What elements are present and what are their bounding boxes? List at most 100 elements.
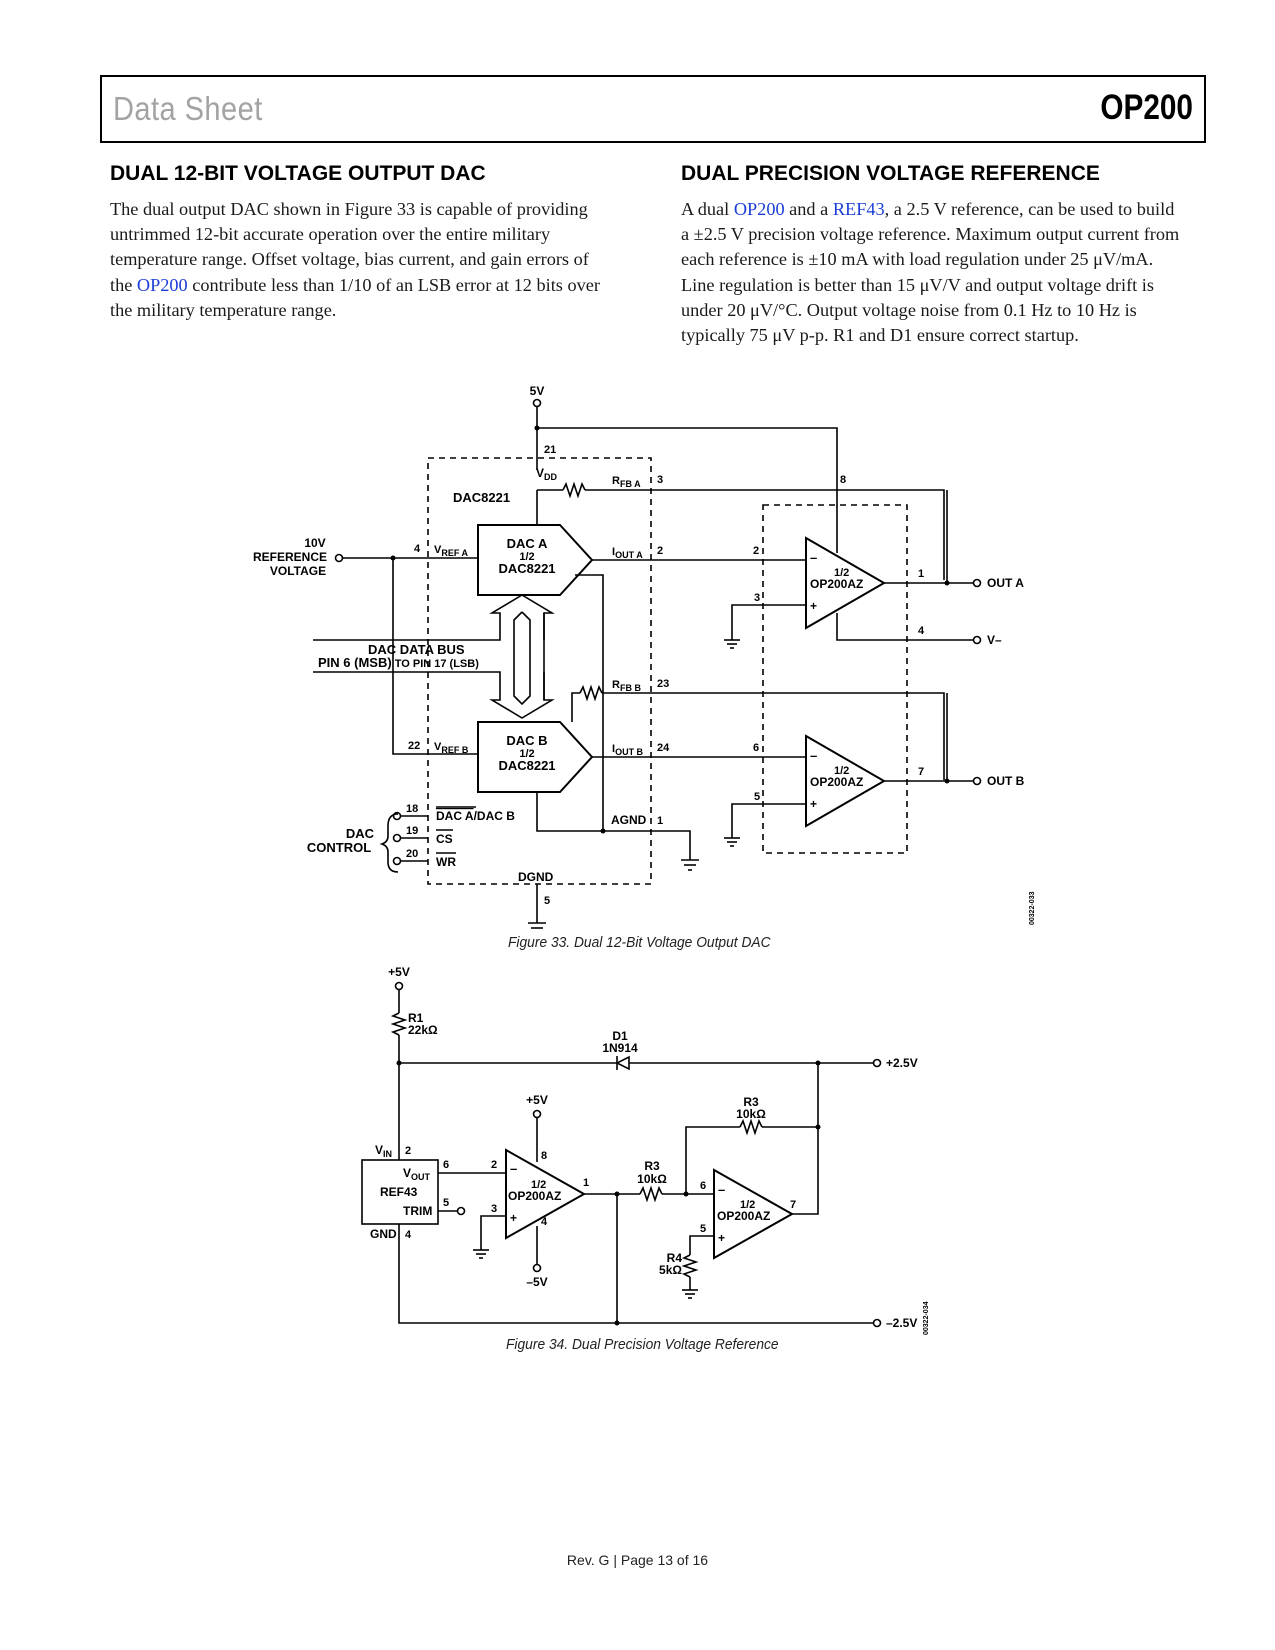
page-header: Data Sheet OP200 <box>100 75 1206 143</box>
svg-text:4: 4 <box>414 543 421 555</box>
svg-text:7: 7 <box>790 1199 796 1211</box>
svg-text:22kΩ: 22kΩ <box>408 1023 438 1037</box>
svg-text:20: 20 <box>406 848 418 860</box>
svg-text:21: 21 <box>544 444 556 456</box>
figure-34-caption: Figure 34. Dual Precision Voltage Refere… <box>506 1336 779 1353</box>
svg-text:8: 8 <box>541 1150 547 1162</box>
svg-text:AGND: AGND <box>611 813 647 827</box>
svg-text:WR: WR <box>436 855 456 869</box>
svg-text:6: 6 <box>443 1159 449 1171</box>
svg-text:CONTROL: CONTROL <box>307 840 371 855</box>
svg-text:2: 2 <box>753 545 759 557</box>
vdd-label: VDD <box>536 466 558 482</box>
op200-link[interactable]: OP200 <box>136 274 188 295</box>
svg-text:22: 22 <box>408 740 420 752</box>
svg-text:+: + <box>510 1211 517 1225</box>
svg-text:10kΩ: 10kΩ <box>637 1172 667 1186</box>
svg-text:OP200AZ: OP200AZ <box>810 775 863 789</box>
svg-text:+2.5V: +2.5V <box>886 1056 918 1070</box>
svg-text:–: – <box>810 748 817 763</box>
svg-text:19: 19 <box>406 825 418 837</box>
left-section-title: DUAL 12-BIT VOLTAGE OUTPUT DAC <box>110 162 486 185</box>
svg-text:+5V: +5V <box>526 1093 548 1107</box>
svg-text:4: 4 <box>918 625 925 637</box>
svg-text:00322-034: 00322-034 <box>923 1301 930 1335</box>
svg-text:GND: GND <box>370 1227 397 1241</box>
svg-text:IOUT A: IOUT A <box>612 546 643 560</box>
svg-text:R4: R4 <box>667 1251 683 1265</box>
svg-text:10V: 10V <box>304 536 325 550</box>
svg-text:+5V: +5V <box>388 965 410 979</box>
svg-text:1/2: 1/2 <box>834 567 849 579</box>
svg-text:5: 5 <box>700 1223 706 1235</box>
svg-text:1/2: 1/2 <box>531 1179 546 1191</box>
svg-text:00322-033: 00322-033 <box>1029 891 1036 925</box>
svg-text:OP200AZ: OP200AZ <box>508 1189 561 1203</box>
svg-text:10kΩ: 10kΩ <box>736 1107 766 1121</box>
ref43-link[interactable]: REF43 <box>832 199 885 219</box>
svg-text:RFB A: RFB A <box>612 475 641 489</box>
svg-text:DAC DATA BUS: DAC DATA BUS <box>368 642 465 657</box>
svg-text:OP200AZ: OP200AZ <box>717 1209 770 1223</box>
svg-text:DAC A/DAC B: DAC A/DAC B <box>436 809 515 823</box>
svg-text:REF43: REF43 <box>380 1185 418 1199</box>
svg-text:DAC: DAC <box>346 826 375 841</box>
svg-text:–: – <box>510 1161 517 1176</box>
right-section-title: DUAL PRECISION VOLTAGE REFERENCE <box>681 162 1100 185</box>
svg-text:D1: D1 <box>612 1029 628 1043</box>
svg-text:1: 1 <box>657 815 663 827</box>
svg-text:6: 6 <box>700 1180 706 1192</box>
svg-text:VREF B: VREF B <box>434 741 469 755</box>
svg-text:–: – <box>718 1182 725 1197</box>
op200-link[interactable]: OP200 <box>733 199 785 219</box>
svg-text:OUT B: OUT B <box>987 774 1025 788</box>
svg-text:6: 6 <box>753 742 759 754</box>
svg-text:7: 7 <box>918 766 924 778</box>
svg-text:2: 2 <box>405 1145 411 1157</box>
svg-text:1/2: 1/2 <box>834 765 849 777</box>
svg-text:4: 4 <box>541 1216 548 1228</box>
svg-text:18: 18 <box>406 803 418 815</box>
header-part-number: OP200 <box>1100 88 1193 127</box>
svg-text:DAC8221: DAC8221 <box>498 561 555 576</box>
svg-text:+: + <box>810 599 817 613</box>
svg-text:5: 5 <box>544 895 550 907</box>
header-doc-type: Data Sheet <box>113 90 263 127</box>
svg-text:R1: R1 <box>408 1011 424 1025</box>
svg-text:CS: CS <box>436 832 453 846</box>
svg-text:DAC A: DAC A <box>507 536 548 551</box>
svg-text:3: 3 <box>491 1203 497 1215</box>
svg-text:–5V: –5V <box>526 1275 547 1289</box>
svg-text:R3: R3 <box>743 1095 759 1109</box>
svg-text:VOLTAGE: VOLTAGE <box>270 564 326 578</box>
svg-text:1/2: 1/2 <box>740 1199 755 1211</box>
svg-text:+: + <box>810 797 817 811</box>
svg-text:3: 3 <box>657 474 663 486</box>
svg-text:DAC B: DAC B <box>506 733 547 748</box>
svg-text:REFERENCE: REFERENCE <box>253 550 327 564</box>
svg-text:1: 1 <box>583 1177 589 1189</box>
svg-text:VIN: VIN <box>375 1143 392 1159</box>
svg-text:1/2: 1/2 <box>519 551 534 563</box>
svg-text:23: 23 <box>657 678 669 690</box>
svg-text:1: 1 <box>918 568 924 580</box>
svg-text:–: – <box>810 550 817 565</box>
svg-text:24: 24 <box>657 742 670 754</box>
svg-text:5: 5 <box>754 791 760 803</box>
svg-text:8: 8 <box>840 474 846 486</box>
svg-text:VOUT: VOUT <box>403 1166 431 1182</box>
figure-34-schematic: +5V R1 22kΩ D1 1N914 +2.5V VIN 2 VOUT RE… <box>361 965 930 1335</box>
svg-text:OUT A: OUT A <box>987 576 1024 590</box>
svg-text:V–: V– <box>987 633 1002 647</box>
svg-text:R3: R3 <box>644 1159 660 1173</box>
figure-33-schematic: 5V 21 VDD DAC8221 RFB A 3 8 DAC A 1/2 DA… <box>253 384 1036 929</box>
svg-text:DAC8221: DAC8221 <box>498 758 555 773</box>
dac-chip-label: DAC8221 <box>453 490 510 505</box>
figure-33-caption: Figure 33. Dual 12-Bit Voltage Output DA… <box>508 934 771 951</box>
svg-text:2: 2 <box>657 545 663 557</box>
svg-text:1N914: 1N914 <box>602 1041 638 1055</box>
svg-text:–2.5V: –2.5V <box>886 1316 917 1330</box>
svg-text:RFB B: RFB B <box>612 679 641 693</box>
svg-text:VREF A: VREF A <box>434 544 469 558</box>
svg-text:3: 3 <box>754 592 760 604</box>
